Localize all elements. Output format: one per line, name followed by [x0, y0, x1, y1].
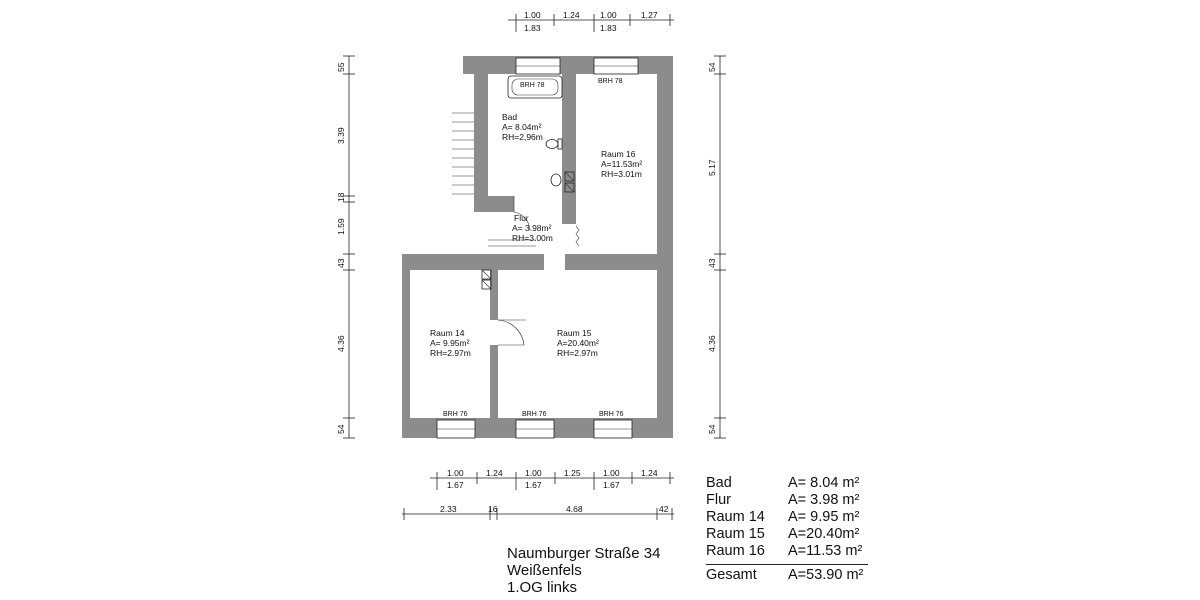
summary-room-area: A=20.40m² [788, 526, 860, 542]
room-raum16-name: Raum 16 [601, 149, 636, 159]
sink [550, 173, 562, 187]
summary-total-name: Gesamt [706, 567, 757, 583]
brh-label: BRH 78 [598, 78, 623, 85]
summary-room-area: A=11.53 m² [788, 543, 863, 559]
dim-right-1: 54 [707, 62, 717, 72]
dim-top-3: 1.00 [600, 10, 617, 20]
dim-right-3: 43 [707, 258, 717, 268]
room-flur: Flur A= 3.98m² RH=3.00m [512, 213, 553, 243]
dim-top-2: 1.24 [563, 10, 580, 20]
summary-room-name: Raum 16 [706, 543, 765, 559]
stairs [452, 112, 474, 195]
room-raum14-name: Raum 14 [430, 328, 465, 338]
dim-left-5: 43 [336, 258, 346, 268]
room-raum16: Raum 16 A=11.53m² RH=3.01m [601, 149, 642, 179]
room-raum15: Raum 15 A=20.40m² RH=2.97m [557, 328, 599, 358]
dim-top-4: 1.27 [641, 10, 658, 20]
room-flur-height: RH=3.00m [512, 233, 553, 243]
dim-bottom-5: 1.00 [603, 468, 620, 478]
dim-top-1: 1.00 [524, 10, 541, 20]
dim-left-2: 3.39 [336, 127, 346, 144]
walls [402, 56, 673, 438]
dim-bottom-3: 1.00 [525, 468, 542, 478]
brh-label: BRH 76 [443, 411, 468, 418]
chimney [481, 269, 492, 290]
dim-bottom-1: 1.00 [447, 468, 464, 478]
room-raum14-area: A= 9.95m² [430, 338, 470, 348]
summary-row: Raum 15 A=20.40m² [706, 526, 868, 543]
summary-room-area: A= 9.95 m² [788, 509, 860, 525]
dimension-top: 1.00 1.24 1.00 1.27 1.83 1.83 [508, 10, 674, 33]
room-raum15-height: RH=2.97m [557, 348, 598, 358]
dimension-left: 55 3.39 18 1.59 43 4.36 54 [336, 55, 355, 439]
room-raum16-height: RH=3.01m [601, 169, 642, 179]
summary-total-area: A=53.90 m² [788, 567, 864, 583]
address-block: Naumburger Straße 34 Weißenfels 1.OG lin… [507, 545, 660, 596]
dim-overall-3: 4.68 [566, 504, 583, 514]
dim-bottom-9: 1.67 [603, 480, 620, 490]
dim-bottom-4: 1.25 [564, 468, 581, 478]
dim-bottom-2: 1.24 [486, 468, 503, 478]
summary-room-area: A= 8.04 m² [788, 475, 860, 491]
summary-room-name: Raum 14 [706, 509, 765, 525]
address-city: Weißenfels [507, 562, 582, 579]
dim-bottom-6: 1.24 [641, 468, 658, 478]
dim-left-7: 54 [336, 424, 346, 434]
area-summary: Bad A= 8.04 m² Flur A= 3.98 m² Raum 14 A… [706, 475, 868, 584]
summary-row: Raum 16 A=11.53 m² [706, 543, 868, 560]
brh-label: BRH 78 [520, 82, 545, 89]
room-raum16-area: A=11.53m² [601, 159, 642, 169]
dimension-bottom: 1.00 1.24 1.00 1.25 1.00 1.24 1.67 1.67 … [402, 468, 674, 520]
room-raum14-height: RH=2.97m [430, 348, 471, 358]
dim-right-4: 4.36 [707, 335, 717, 352]
dim-bottom-7: 1.67 [447, 480, 464, 490]
room-bad-height: RH=2,96m [502, 132, 543, 142]
dim-top-5: 1.83 [524, 23, 541, 33]
dim-left-3: 18 [336, 192, 346, 202]
room-flur-name: Flur [514, 213, 529, 223]
brh-label: BRH 76 [522, 411, 547, 418]
summary-room-name: Flur [706, 492, 731, 508]
bathtub [507, 75, 563, 99]
address-street: Naumburger Straße 34 [507, 545, 661, 562]
dimension-right: 54 5.17 43 4.36 54 [707, 55, 726, 439]
room-bad: Bad A= 8.04m² RH=2,96m [502, 112, 543, 142]
room-raum15-area: A=20.40m² [557, 338, 599, 348]
room-bad-name: Bad [502, 112, 517, 122]
dim-left-4: 1.59 [336, 218, 346, 235]
summary-room-name: Raum 15 [706, 526, 765, 542]
dim-overall-4: 42 [659, 504, 669, 514]
summary-room-name: Bad [706, 475, 732, 491]
dim-top-6: 1.83 [600, 23, 617, 33]
dim-left-1: 55 [336, 62, 346, 72]
dim-overall-1: 2.33 [440, 504, 457, 514]
toilet [545, 139, 559, 149]
doors [488, 196, 580, 346]
summary-row: Raum 14 A= 9.95 m² [706, 509, 868, 526]
brh-label: BRH 76 [599, 411, 624, 418]
room-flur-area: A= 3.98m² [512, 223, 552, 233]
room-raum15-name: Raum 15 [557, 328, 592, 338]
room-raum14: Raum 14 A= 9.95m² RH=2.97m [430, 328, 471, 358]
windows [436, 57, 639, 439]
dim-bottom-8: 1.67 [525, 480, 542, 490]
dim-overall-2: 16 [488, 504, 498, 514]
address-floor: 1.OG links [507, 579, 578, 596]
summary-row: Bad A= 8.04 m² [706, 475, 868, 492]
dim-right-2: 5.17 [707, 159, 717, 176]
dim-right-5: 54 [707, 424, 717, 434]
summary-row: Flur A= 3.98 m² [706, 492, 868, 509]
dim-left-6: 4.36 [336, 335, 346, 352]
bath-fixtures [507, 75, 575, 193]
room-bad-area: A= 8.04m² [502, 122, 542, 132]
summary-room-area: A= 3.98 m² [788, 492, 860, 508]
summary-total-row: Gesamt A=53.90 m² [706, 564, 868, 584]
